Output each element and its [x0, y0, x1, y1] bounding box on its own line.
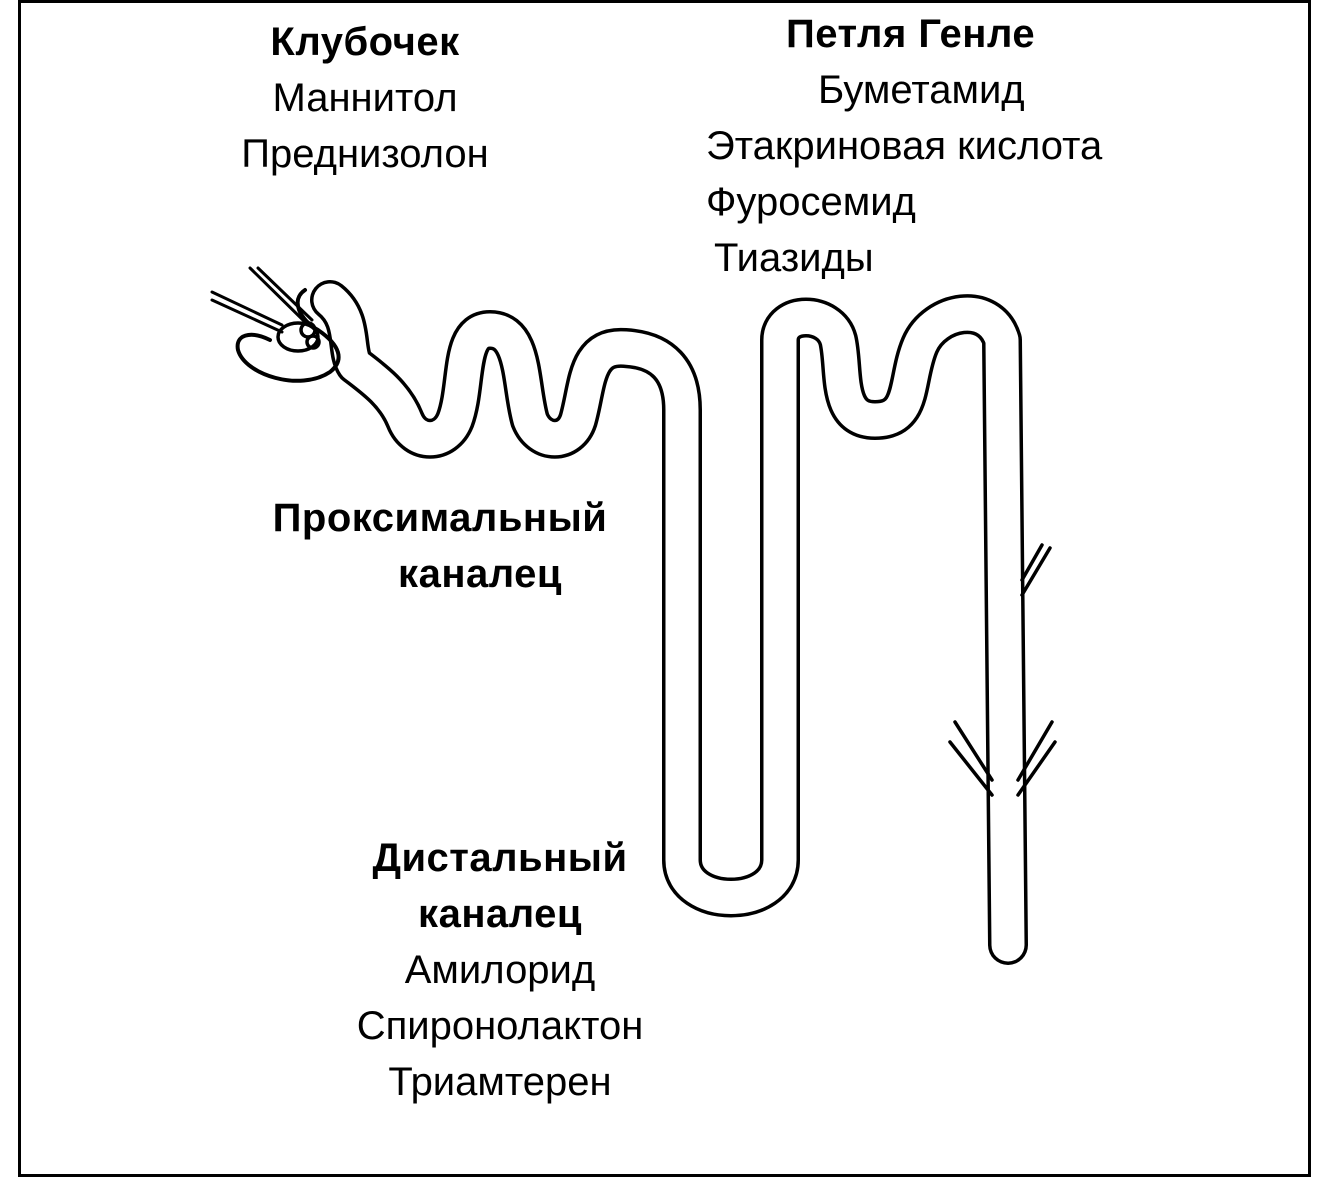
distal-tubule-title-line2: каналец	[418, 892, 582, 936]
drug-item: Тиазиды	[714, 236, 874, 280]
loop-of-henle-title: Петля Генле	[786, 12, 1036, 56]
drug-item: Этакриновая кислота	[706, 124, 1103, 168]
glomerulus-label-group: Клубочек Маннитол Преднизолон	[215, 14, 515, 182]
proximal-tubule-title-line2: каналец	[398, 552, 562, 596]
drug-item: Маннитол	[272, 76, 458, 120]
drug-item: Спиронолактон	[356, 1004, 644, 1048]
drug-item: Амилорид	[404, 948, 596, 992]
collecting-duct-branches	[948, 543, 1057, 797]
glomerulus-title: Клубочек	[270, 20, 460, 64]
proximal-tubule-title-line1: Проксимальный	[272, 496, 608, 540]
distal-tubule-title-line1: Дистальный	[372, 836, 628, 880]
drug-item: Фуросемид	[706, 180, 916, 224]
proximal-tubule-label-group: Проксимальный каналец	[240, 490, 640, 602]
drug-item: Триамтерен	[388, 1060, 612, 1104]
drug-item: Преднизолон	[241, 132, 489, 176]
loop-of-henle-label-group: Петля Генле Буметамид Этакриновая кислот…	[706, 6, 1102, 286]
distal-tubule-label-group: Дистальный каналец Амилорид Спиронолакто…	[330, 830, 670, 1110]
drug-item: Буметамид	[818, 68, 1025, 112]
